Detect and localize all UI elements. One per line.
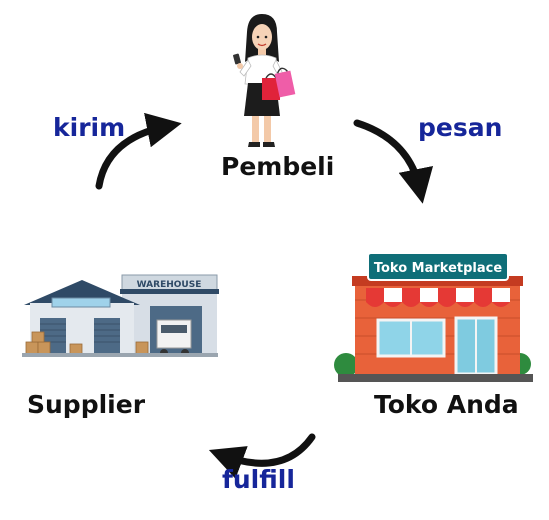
store-label: Toko Anda	[374, 390, 519, 419]
supplier-label: Supplier	[27, 390, 146, 419]
storefront-icon: Toko Marketplace	[334, 252, 533, 382]
arrow-pesan	[353, 119, 434, 204]
warehouse-icon: WAREHOUSE	[22, 274, 219, 357]
store-awning	[366, 288, 510, 307]
woman-shopper-icon	[233, 14, 296, 147]
arrow-fulfill	[208, 433, 316, 479]
arrow-kirim	[95, 112, 182, 190]
edge-label-pesan: pesan	[418, 113, 503, 142]
edge-label-kirim: kirim	[53, 113, 126, 142]
buyer-label: Pembeli	[221, 152, 335, 181]
store-sign-text: Toko Marketplace	[374, 261, 503, 276]
warehouse-sign-text: WAREHOUSE	[137, 280, 202, 290]
edge-label-fulfill: fulfill	[222, 465, 295, 494]
